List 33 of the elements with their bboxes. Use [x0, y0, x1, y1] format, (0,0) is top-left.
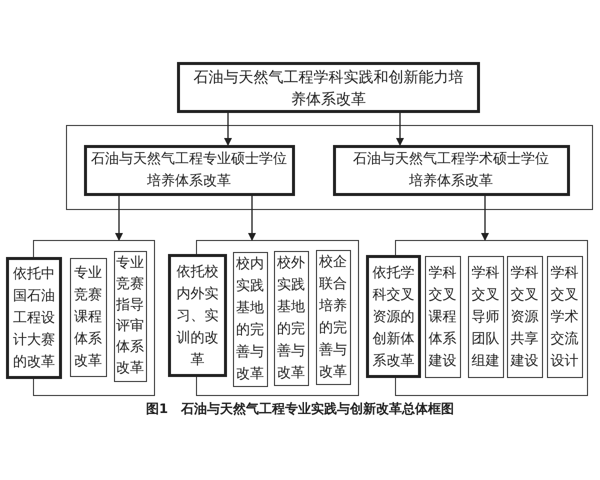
box-label: 石油与天然气工程学科实践和创新能力培养体系改革: [192, 66, 464, 110]
process-box: [168, 254, 227, 377]
box-label: 专业竞赛课程体系改革: [73, 264, 103, 371]
box-label: 校内实践基地的完善与改革: [235, 255, 265, 384]
process-box: [70, 258, 106, 376]
group-frame: [66, 125, 593, 210]
process-box: [424, 256, 460, 378]
process-box: [6, 257, 62, 379]
box-label: 学科交叉导师团队组建: [470, 264, 500, 370]
process-box: [84, 144, 294, 196]
figure-caption: 图1 石油与天然气工程专业实践与创新改革总体框图: [144, 400, 456, 418]
arrow: [115, 196, 123, 241]
box-label: 依托校内外实习、实训的改革: [176, 262, 220, 370]
arrow: [248, 196, 256, 241]
box-label: 学科交叉学术交流设计: [550, 264, 580, 370]
process-box: [546, 256, 582, 378]
box-label: 依托中国石油工程设计大赛的改革: [12, 265, 56, 372]
box-label: 校企联合培养的完善与改革: [318, 253, 348, 382]
box-label: 石油与天然气工程专业硕士学位培养体系改革: [90, 150, 288, 191]
arrow: [396, 113, 404, 146]
box-label: 学科交叉课程体系建设: [427, 264, 458, 370]
process-box: [177, 62, 480, 113]
arrow: [481, 196, 489, 241]
box-label: 学科交叉资源共享建设: [509, 264, 540, 370]
process-box: [506, 256, 542, 378]
process-box: [332, 144, 570, 196]
process-box: [468, 256, 504, 378]
box-label: 专业竞赛指导评审体系改革: [115, 254, 145, 378]
box-label: 石油与天然气工程学术硕士学位培养体系改革: [352, 150, 550, 191]
box-label: 校外实践基地的完善与改革: [276, 254, 306, 383]
process-box: [366, 255, 421, 378]
arrow: [224, 113, 232, 146]
box-label: 依托学科交叉资源的创新体系改革: [372, 264, 416, 370]
